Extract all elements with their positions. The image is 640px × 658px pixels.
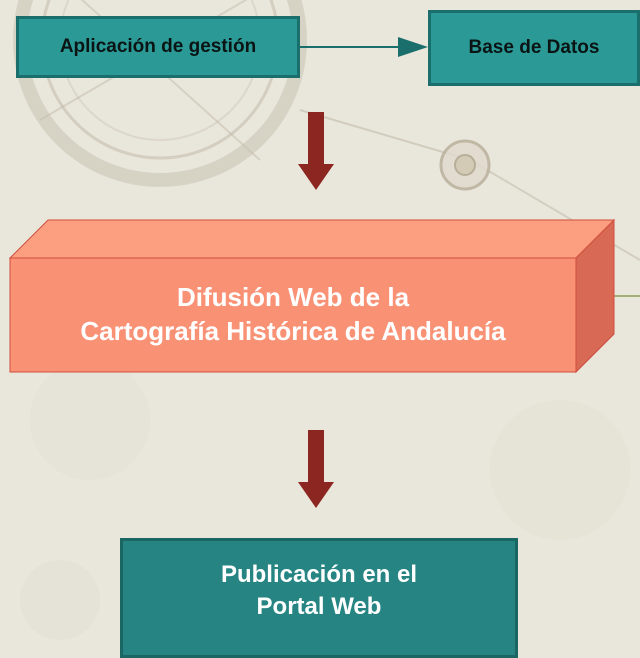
- node-publication: Publicación en el Portal Web: [120, 538, 518, 658]
- node-dissemination-line1: Difusión Web de la: [176, 282, 410, 313]
- node-dissemination: Difusión Web de la Cartografía Histórica…: [10, 258, 576, 372]
- down-arrow-2: [298, 430, 334, 508]
- node-dissemination-line2: Cartografía Histórica de Andalucía: [80, 316, 506, 346]
- node-publication-line1: Publicación en el: [220, 560, 418, 588]
- node-publication-line2: Portal Web: [256, 593, 382, 620]
- connector-line: [300, 46, 400, 48]
- node-database-label: Base de Datos: [468, 37, 600, 58]
- node-application-label: Aplicación de gestión: [59, 36, 257, 57]
- down-arrow-1: [298, 112, 334, 190]
- node-application: Aplicación de gestión: [16, 16, 300, 78]
- connector-arrowhead: [398, 37, 428, 57]
- node-database: Base de Datos: [428, 10, 640, 86]
